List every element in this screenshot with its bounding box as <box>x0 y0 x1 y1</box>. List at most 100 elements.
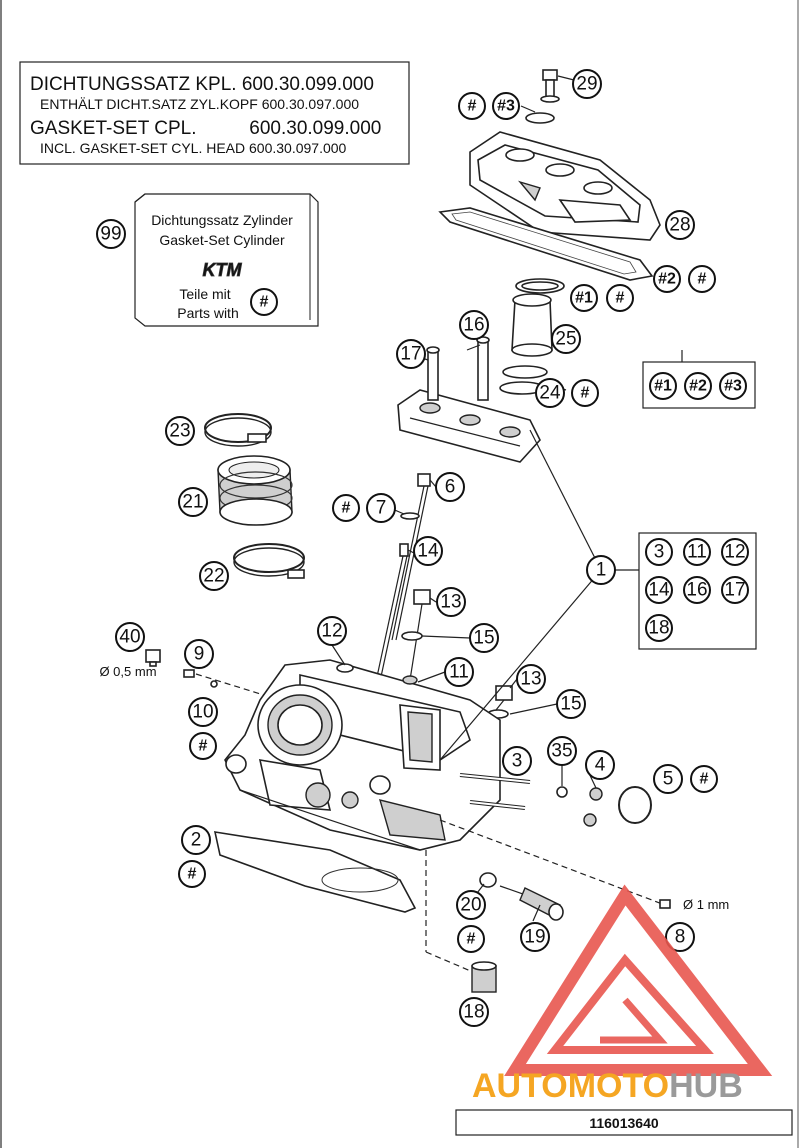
callout-23: 23 <box>165 416 195 446</box>
svg-text:#: # <box>616 290 625 307</box>
callout-4: 4 <box>585 750 615 780</box>
svg-text:#: # <box>698 271 707 288</box>
callout-5: 5 <box>653 764 683 794</box>
ktm-logo: KTM <box>203 260 243 280</box>
kit-line-3: Teile mit <box>179 286 230 302</box>
svg-text:14: 14 <box>417 541 439 562</box>
bolt-6 <box>391 473 431 641</box>
callout-13-top: 13 <box>436 587 466 617</box>
callout-99: 99 <box>96 219 126 249</box>
svg-text:#3: #3 <box>497 98 515 115</box>
callout-hash-24: # <box>571 379 599 407</box>
nut-4a <box>589 787 603 801</box>
watermark-auto: AUTO <box>472 1067 568 1105</box>
callout-15-top: 15 <box>469 623 499 653</box>
kit-line-1: Dichtungssatz Zylinder <box>151 212 293 228</box>
leader-1-top <box>529 429 602 571</box>
callout-hash-29a: # <box>458 92 486 120</box>
valve-3 <box>459 773 531 810</box>
callout-hash-29b: #3 <box>492 92 520 120</box>
callout-1: 1 <box>586 555 616 585</box>
callout-hash-25b: # <box>606 284 634 312</box>
svg-text:#: # <box>260 294 269 311</box>
callout-18: 18 <box>459 997 489 1027</box>
gasket-line-4: INCL. GASKET-SET CYL. HEAD 600.30.097.00… <box>40 140 347 156</box>
svg-text:#: # <box>199 738 208 755</box>
watermark-text: AUTOMOTOHUB <box>472 1067 743 1105</box>
watermark-moto: MOTO <box>568 1067 669 1105</box>
callout-24: 24 <box>535 378 565 408</box>
svg-text:15: 15 <box>560 694 581 715</box>
svg-text:99: 99 <box>100 224 121 245</box>
kit-line-4: Parts with <box>177 305 238 321</box>
svg-text:14: 14 <box>648 580 670 601</box>
note-d1: Ø 1 mm <box>683 897 729 912</box>
temperature-sensor-19 <box>499 885 564 921</box>
footer-code: 116013640 <box>589 1115 659 1131</box>
leader-1-bottom <box>439 569 602 761</box>
callout-hash-7: # <box>332 494 360 522</box>
svg-text:25: 25 <box>555 329 576 350</box>
svg-text:#3: #3 <box>724 378 742 395</box>
svg-text:12: 12 <box>321 621 342 642</box>
valve-cover-28 <box>469 131 661 241</box>
callout-28: 28 <box>665 210 695 240</box>
callout-29: 29 <box>572 69 602 99</box>
group-26-item-1: #1 <box>649 372 677 400</box>
callout-15-right: 15 <box>556 689 586 719</box>
valve-cover-cap-29 <box>525 69 575 124</box>
callout-hash-20: # <box>457 925 485 953</box>
jet-8 <box>659 899 671 909</box>
svg-text:21: 21 <box>182 492 203 513</box>
svg-text:10: 10 <box>192 702 213 723</box>
callout-hash-2: # <box>178 860 206 888</box>
note-d05: Ø 0,5 mm <box>99 664 156 679</box>
svg-text:#: # <box>581 385 590 402</box>
svg-text:13: 13 <box>520 669 541 690</box>
callout-10: 10 <box>188 697 218 727</box>
plug-9 <box>183 669 195 678</box>
watermark-logo <box>504 884 773 1076</box>
callout-21: 21 <box>178 487 208 517</box>
callout-9: 9 <box>184 639 214 669</box>
group-1-item-11: 11 <box>683 538 711 566</box>
gasket-set-box: DICHTUNGSSATZ KPL. 600.30.099.000 ENTHÄL… <box>19 61 410 165</box>
svg-text:6: 6 <box>445 477 456 498</box>
svg-text:24: 24 <box>539 383 561 404</box>
gasket-line-1: DICHTUNGSSATZ KPL. 600.30.099.000 <box>30 74 374 95</box>
footer-code-box <box>455 1109 793 1136</box>
nut-4b <box>583 813 597 827</box>
svg-text:29: 29 <box>576 74 597 95</box>
callout-2: 2 <box>181 825 211 855</box>
svg-text:20: 20 <box>460 895 481 916</box>
svg-text:17: 17 <box>724 580 745 601</box>
svg-text:40: 40 <box>119 627 140 648</box>
callout-hash-28a: #2 <box>653 265 681 293</box>
svg-text:2: 2 <box>191 830 202 851</box>
svg-text:16: 16 <box>463 315 484 336</box>
group-1-item-18: 18 <box>645 614 673 642</box>
svg-text:15: 15 <box>473 628 494 649</box>
group-1-item-16: 16 <box>683 576 711 604</box>
svg-text:#: # <box>700 771 709 788</box>
svg-text:3: 3 <box>654 542 665 563</box>
washer-15-top <box>401 631 423 641</box>
group-1-item-12: 12 <box>721 538 749 566</box>
callout-hash-5: # <box>690 765 718 793</box>
hose-clamp-23 <box>204 413 272 447</box>
svg-text:3: 3 <box>512 751 523 772</box>
svg-text:19: 19 <box>524 927 545 948</box>
head-gasket-2 <box>213 831 417 913</box>
oring-5 <box>618 786 652 824</box>
callout-3: 3 <box>502 746 532 776</box>
svg-text:1: 1 <box>596 560 607 581</box>
plug-18 <box>425 850 497 993</box>
svg-text:7: 7 <box>376 498 387 519</box>
group-1-item-14: 14 <box>645 576 673 604</box>
callout-hash-25a: #1 <box>570 284 598 312</box>
callout-14: 14 <box>413 536 443 566</box>
gasket-kit-box: Dichtungssatz Zylinder Gasket-Set Cylind… <box>134 193 319 327</box>
callout-12: 12 <box>317 616 347 646</box>
callout-20: 20 <box>456 890 486 920</box>
